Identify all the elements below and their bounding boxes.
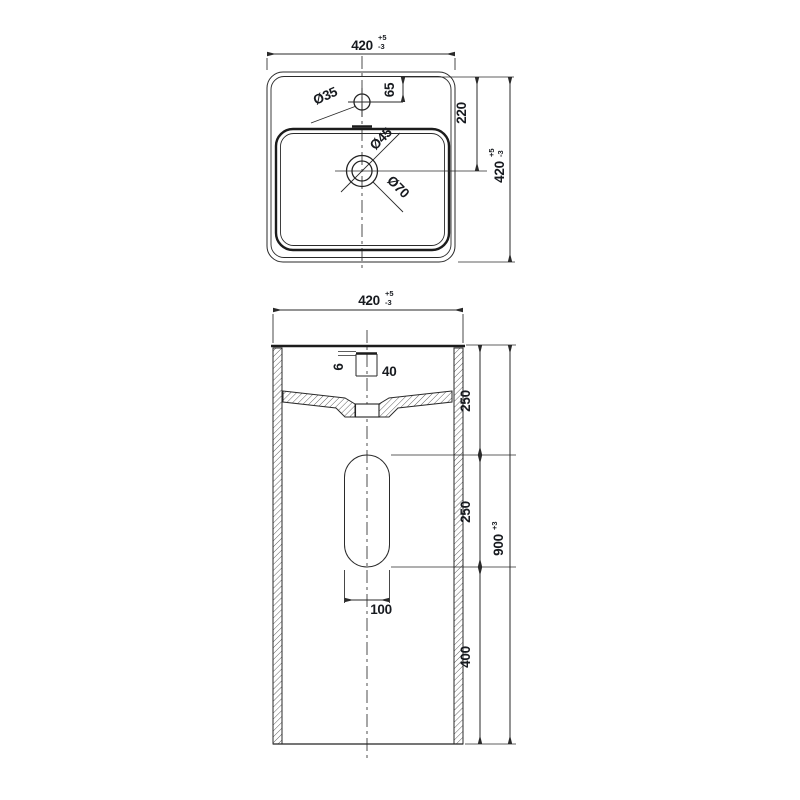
top-view-width-tol-up: +5 [378,33,387,42]
top-view-drain-offset-label: 220 [454,102,469,124]
drain-inner-circle [351,160,373,182]
front-view: 420 +5 -3 6 40 250 250 400 [271,289,516,762]
height-label-group: 900 +3 [490,521,506,555]
cutout-width-ext [344,570,390,603]
top-view-width-label: 420 [351,38,373,53]
drain-outer-circle [345,154,379,188]
height-tol-up: +3 [490,521,499,530]
tap-hole-depth-ext [338,351,356,356]
left-wall-section [272,347,283,745]
front-view-width-tol-down: -3 [385,298,392,307]
faucet-dia-leader [310,106,356,124]
basin-bowl-inner-edge [280,133,445,246]
tap-hole-width-label: 40 [382,364,396,379]
drain-inner-dia-leader [340,132,401,193]
front-view-width-label: 420 [358,293,380,308]
top-view: Ø35 65 220 Ø45 Ø70 420 +5 -3 420 +5 -3 [266,33,515,268]
top-view-width-tol-down: -3 [378,42,385,51]
basin-outer-rim [266,71,456,263]
cutout-to-base-label: 400 [458,646,473,668]
service-cutout-oval [344,454,390,568]
top-view-drain-outer-label: Ø70 [384,173,412,201]
height-label: 900 [491,534,506,556]
tap-hole-outline [355,354,378,377]
top-view-depth-tol-down: -3 [496,150,505,157]
bowl-floor-right [378,390,453,418]
cutout-width-label: 100 [370,602,392,617]
cutout-height-label: 250 [458,501,473,523]
bowl-floor-left [282,390,356,418]
drain-outlet-section [354,403,380,418]
top-view-depth-label: 420 [492,161,507,183]
basin-bowl-opening [274,127,451,252]
top-view-faucet-dia-label: Ø35 [311,84,340,108]
basin-outer-rim-inner-edge [270,76,452,258]
rim-to-cutout-label: 250 [458,390,473,412]
top-view-faucet-offset-label: 65 [382,82,397,97]
tap-hole-depth-label: 6 [331,363,346,371]
top-view-depth-label-group: 420 +5 -3 [487,148,507,182]
top-view-depth-tol-up: +5 [487,148,496,157]
front-view-width-tol-up: +5 [385,289,394,298]
drain-outer-dia-leader [372,181,404,213]
